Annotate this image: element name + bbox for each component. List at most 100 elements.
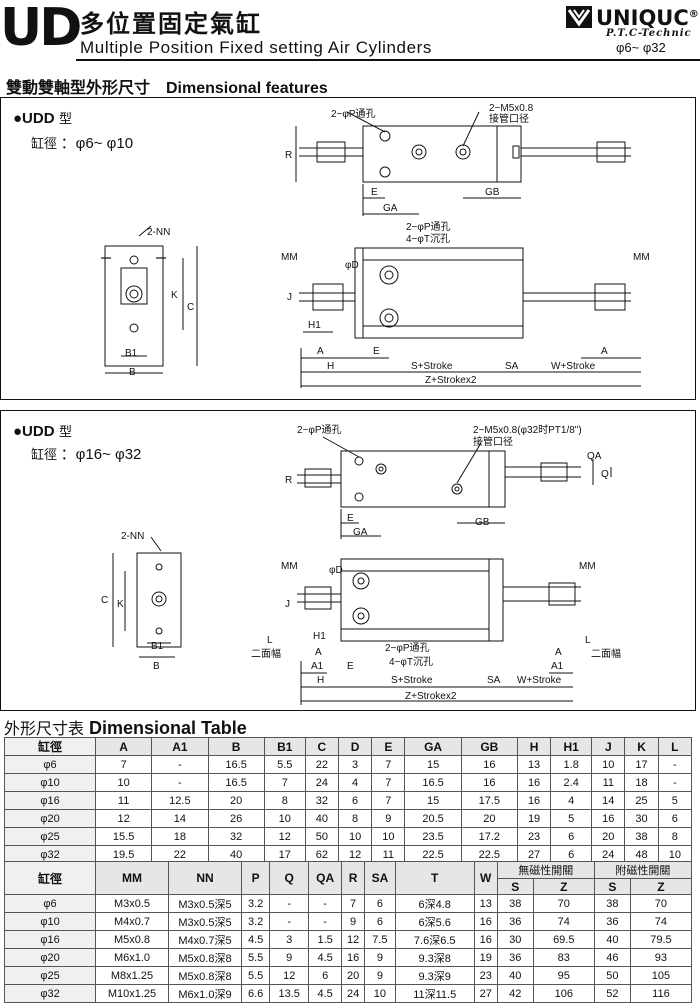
table-cell: 11 (94, 791, 153, 810)
table-cell: 16 (473, 912, 498, 931)
table-cell: 13.5 (269, 984, 310, 1003)
table-cell: 32 (304, 791, 339, 810)
label-W-stroke: W+Stroke (517, 675, 562, 686)
label-E: E (371, 187, 378, 198)
table-cell: 7.5 (364, 930, 396, 949)
table-cell: 5 (657, 791, 693, 810)
table2-group-header: 附磁性開關 (593, 861, 693, 879)
table-cell: 20 (341, 966, 366, 985)
table-cell: 6 (550, 827, 593, 846)
table-cell: M6x1.0 (95, 948, 169, 967)
table1-header: J (591, 737, 626, 756)
table-cell: 16.5 (207, 773, 265, 792)
table-cell: 36 (496, 912, 534, 931)
section-title: 雙動雙軸型外形尺寸 Dimensional features (6, 80, 328, 97)
label-phiD: φD (345, 260, 359, 271)
table-cell: - (657, 755, 693, 774)
label-A-right: A (555, 647, 562, 658)
table-cell: 30 (496, 930, 534, 949)
brand-logo-icon (566, 6, 592, 28)
table-cell: 9.3深8 (394, 948, 475, 967)
label-GA: GA (353, 527, 368, 538)
table-cell: 12 (269, 966, 310, 985)
table-cell: 16 (591, 809, 626, 828)
label-NN: 2-NN (121, 531, 144, 542)
table-cell: 116 (629, 984, 693, 1003)
table2-header: R (341, 861, 366, 895)
table-cell: 9.3深9 (394, 966, 475, 985)
label-A-right: A (601, 346, 608, 357)
label-S-stroke: S+Stroke (411, 361, 453, 372)
table2-header: 缸徑 (4, 861, 96, 895)
table2-header: T (394, 861, 475, 895)
label-K: K (117, 599, 124, 610)
table-cell: 6 (364, 894, 396, 913)
table2-header: W (473, 861, 498, 895)
table1-header: L (657, 737, 693, 756)
table1-header: GA (404, 737, 462, 756)
table-cell: 52 (593, 984, 631, 1003)
table-cell: M5x0.8深8 (168, 966, 242, 985)
label-port-hole: 2−φP通孔 (297, 424, 342, 436)
label-MM-left: MM (281, 561, 298, 572)
table-cell: 11深11.5 (394, 984, 475, 1003)
label-Z-stroke: Z+Strokex2 (425, 375, 477, 386)
table-cell: M5x0.8 (95, 930, 169, 949)
table-cell: 40 (496, 966, 534, 985)
label-H1: H1 (308, 320, 321, 331)
table-cell: 22 (304, 755, 339, 774)
label-C: C (187, 302, 194, 313)
table-cell: 42 (496, 984, 534, 1003)
table-cell: 6深5.6 (394, 912, 475, 931)
drawing-udd-small: 2−φP通孔 2−M5x0.8 接管口径 R E GA GB 2−φP通孔 4−… (101, 103, 650, 388)
table-cell: 4 (550, 791, 593, 810)
label-GB: GB (485, 187, 500, 198)
table-cell: 12 (341, 930, 366, 949)
label-SA: SA (487, 675, 501, 686)
table2-header: MM (95, 861, 169, 895)
table-cell: 4.5 (308, 984, 343, 1003)
label-A1-right: A1 (551, 661, 564, 672)
label-A1-left: A1 (311, 661, 324, 672)
table1-header: 缸徑 (4, 737, 96, 756)
table-cell: 36 (496, 948, 534, 967)
table-cell: 12 (263, 827, 306, 846)
table-cell: 6 (308, 966, 343, 985)
table-cell: 16 (460, 773, 518, 792)
table-cell: - (269, 894, 310, 913)
table-cell: 3.2 (240, 894, 271, 913)
drawing-panel-phi6-10: ●UDD 型 缸徑 ：φ6~ φ10 (0, 97, 696, 400)
table1-header: K (624, 737, 659, 756)
table-cell: 40 (304, 809, 339, 828)
table1-header: C (304, 737, 339, 756)
table-cell: 24 (341, 984, 366, 1003)
label-H: H (317, 675, 324, 686)
bore-range-label: 缸徑 ：φ16~ φ32 (31, 446, 142, 463)
label-port-hole: 2−φP通孔 (331, 108, 376, 120)
table-cell: 5.5 (240, 948, 271, 967)
table1-header: E (371, 737, 406, 756)
table-cell: 38 (593, 894, 631, 913)
table-cell: 36 (593, 912, 631, 931)
table-cell: 50 (593, 966, 631, 985)
table-cell: 6深4.8 (394, 894, 475, 913)
table2-group-header: 無磁性開關 (496, 861, 595, 879)
table-cell: 12 (94, 809, 153, 828)
label-NN: 2-NN (147, 227, 170, 238)
table-cell: 5.5 (263, 755, 306, 774)
table-cell: 19 (516, 809, 552, 828)
table-cell: 1.5 (308, 930, 343, 949)
table-cell: M6x1.0深9 (168, 984, 242, 1003)
label-H1: H1 (313, 631, 326, 642)
table-cell: 3 (337, 755, 373, 774)
table-cell: 7 (341, 894, 366, 913)
label-R: R (285, 150, 292, 161)
table-cell: 27 (516, 845, 552, 864)
label-C: C (101, 595, 108, 606)
table-cell: 2.4 (550, 773, 593, 792)
